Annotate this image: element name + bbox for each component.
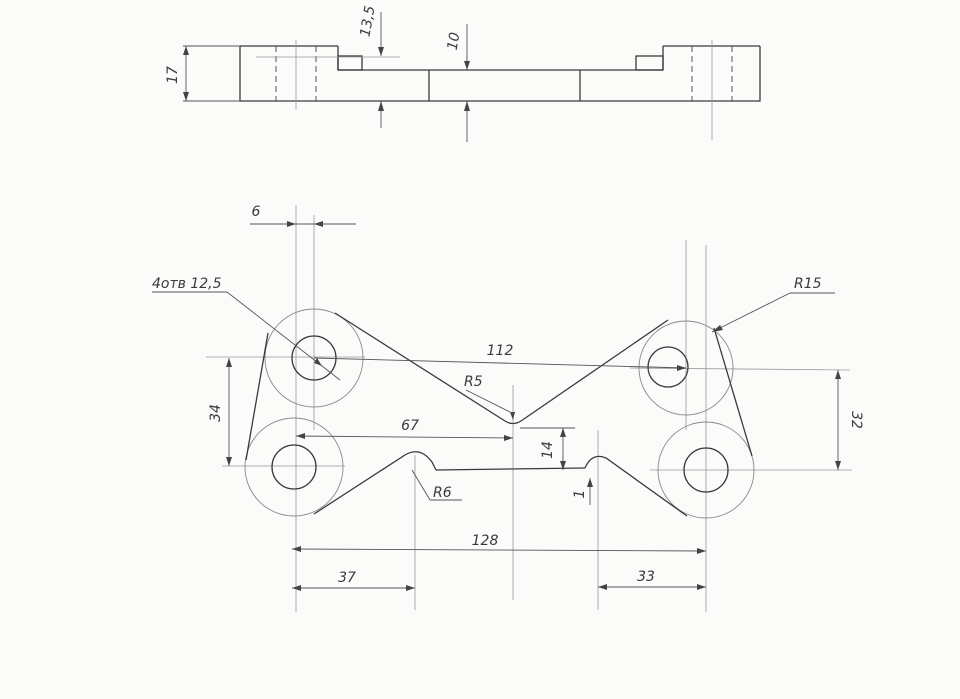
hole-bottom-left: [271, 444, 317, 490]
dim-label-r15: R15: [794, 276, 822, 292]
holes-leader: [226, 291, 341, 381]
dim-label-r5: R5: [464, 374, 483, 390]
dim-label-32: 32: [848, 411, 864, 429]
dim-line-67: [295, 435, 514, 439]
dim-label-14: 14: [540, 441, 556, 459]
holes-note: 4отв 12,5: [152, 276, 222, 292]
left-outer-edge: [245, 332, 269, 461]
upper-v-notch: [334, 312, 669, 425]
dim-label-offset-6: 6: [252, 204, 261, 220]
dim-label-r6: R6: [433, 485, 452, 501]
dim-label-step: 13,5: [357, 4, 378, 38]
top-view: 17 13,5 10: [165, 4, 761, 142]
dim-label-1: 1: [572, 490, 588, 499]
dim-label-plate: 10: [445, 31, 464, 51]
dim-label-128: 128: [472, 533, 499, 549]
dim-label-37: 37: [338, 570, 356, 586]
ear-bottom-right: [657, 421, 755, 519]
top-view-right-step: [635, 55, 664, 71]
lower-left-edge: [313, 451, 437, 515]
ear-top-left: [264, 308, 364, 408]
right-outer-edge: [713, 327, 753, 457]
r15-leader: [711, 292, 791, 333]
hole-top-left: [291, 335, 337, 381]
dim-label-112: 112: [487, 343, 514, 359]
hole-bottom-right: [683, 447, 729, 493]
ear-bottom-left: [244, 417, 344, 517]
dim-line-128: [291, 548, 707, 552]
lower-flat-edge: [435, 467, 586, 471]
top-view-outline: [239, 46, 761, 102]
dim-label-thickness: 17: [165, 66, 181, 84]
dim-line-112: [313, 357, 687, 369]
top-view-left-step: [337, 55, 363, 71]
dim-label-67: 67: [401, 418, 419, 434]
front-view: 6 4отв 12,5 R15 112 R5 34 32 67: [152, 204, 864, 612]
dim-label-33: 33: [637, 569, 655, 585]
lower-right-edge: [584, 455, 688, 517]
ear-top-right: [638, 320, 734, 416]
dim-label-34: 34: [208, 404, 224, 422]
